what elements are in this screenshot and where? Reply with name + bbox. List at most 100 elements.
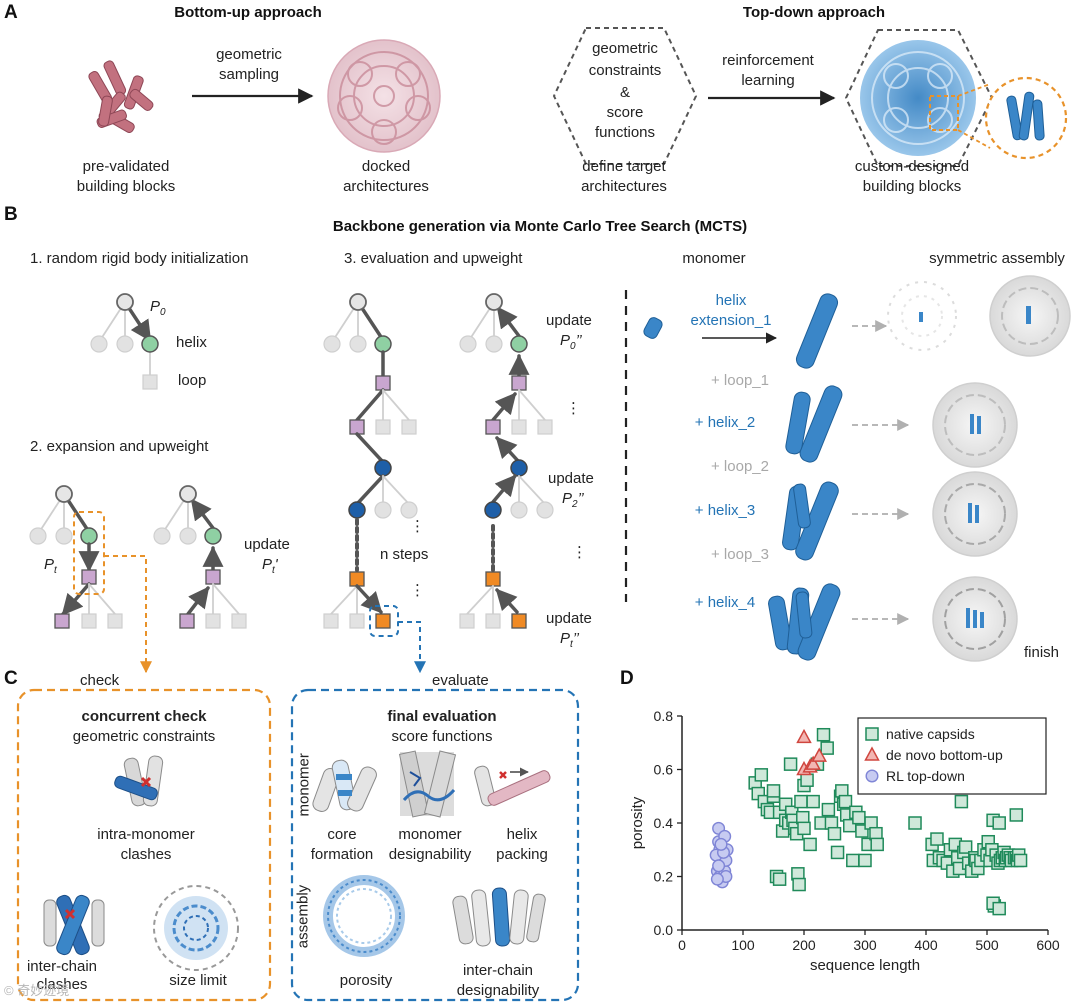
docked-architecture-image — [327, 39, 441, 153]
hexagon-line3: & — [619, 84, 631, 101]
inter-chain-clash-icon — [43, 894, 105, 956]
monomer-helices — [643, 293, 843, 661]
pre-validated-block-image — [88, 60, 154, 134]
legend-label: de novo bottom-up — [886, 747, 1003, 763]
inter-chain-designability-icon — [452, 887, 546, 947]
tree-step1 — [90, 293, 159, 390]
monomer-designability-line1: monomer — [398, 826, 462, 843]
data-point-square — [827, 826, 842, 841]
custom-designed-line2: building blocks — [862, 178, 962, 195]
assembly-side-label: assembly — [294, 884, 312, 949]
helix4-label: + helix_4 — [694, 594, 756, 611]
inter-chain-clashes-line2: clashes — [36, 976, 88, 993]
docked-line1: docked — [361, 158, 411, 175]
update-pt-prime-symbol: Pt' — [262, 556, 278, 576]
size-limit-label: size limit — [169, 972, 227, 989]
panel-label-a: A — [4, 2, 18, 23]
data-point-square — [958, 840, 973, 854]
intra-monomer-clash-icon — [114, 755, 164, 807]
x-tick-label: 600 — [1036, 937, 1060, 953]
update-p0-word: update — [546, 312, 592, 329]
vertical-dots-2: ⋮ — [410, 518, 425, 535]
data-point-square — [792, 877, 806, 892]
porosity-icon — [323, 875, 405, 957]
helix-packing-line1: helix — [506, 826, 538, 843]
legend-marker-circle — [865, 769, 879, 783]
data-point-triangle — [811, 747, 828, 762]
data-point-circle — [710, 872, 724, 886]
inter-chain-designability-line1: inter-chain — [462, 962, 534, 979]
concurrent-check-title: concurrent check — [81, 708, 207, 725]
inter-chain-clashes-line1: inter-chain — [26, 958, 98, 975]
data-point-square — [816, 727, 831, 742]
check-highlight-box — [73, 511, 105, 595]
y-tick-label: 0.8 — [654, 708, 674, 724]
custom-designed-line1: custom-designed — [854, 158, 970, 175]
vertical-dots-4: ⋮ — [410, 582, 425, 599]
panel-label-b: B — [4, 204, 18, 225]
pre-validated-line2: building blocks — [76, 178, 176, 195]
update-pt2-word: update — [546, 610, 592, 627]
y-axis-label: porosity — [629, 796, 646, 849]
x-tick-label: 300 — [853, 937, 877, 953]
helix-packing-line2: packing — [496, 846, 548, 863]
helix-label: helix — [176, 334, 207, 351]
legend-box — [857, 717, 1047, 795]
x-tick-label: 200 — [792, 937, 816, 953]
reinforcement-line1: reinforcement — [722, 52, 814, 69]
helix-extension-line1: helix — [715, 292, 747, 309]
reinforcement-line2: learning — [741, 72, 795, 89]
docked-line2: architectures — [343, 178, 429, 195]
geometric-sampling-line1: geometric — [216, 46, 282, 63]
data-point-triangle — [805, 755, 821, 770]
update-p2-word: update — [548, 470, 594, 487]
y-tick-label: 0.0 — [654, 922, 674, 938]
panel-label-d: D — [620, 668, 634, 689]
update-pt2-symbol: Pt’’ — [560, 630, 579, 650]
y-tick-label: 0.6 — [654, 762, 674, 778]
data-point-square — [846, 853, 860, 868]
helix-packing-icon — [474, 765, 551, 807]
intra-monomer-line1: intra-monomer — [97, 826, 195, 843]
evaluate-highlight-box — [369, 605, 399, 637]
step1-label: 1. random rigid body initialization — [30, 250, 249, 267]
tree-step3-right — [459, 293, 554, 629]
final-evaluation-subtitle: score functions — [391, 728, 493, 745]
assembly-arrows — [852, 320, 910, 625]
legend-marker-triangle — [864, 746, 880, 761]
tree-step2-left — [29, 485, 123, 629]
check-label: check — [80, 672, 120, 689]
symmetric-assembly-header: symmetric assembly — [929, 250, 1065, 267]
helix3-label: + helix_3 — [694, 502, 756, 519]
data-point-circle — [712, 859, 726, 873]
y-tick-label: 0.4 — [654, 815, 674, 831]
data-point-square — [806, 794, 820, 809]
data-point-square — [783, 757, 798, 771]
data-point-square — [797, 821, 811, 836]
data-point-square — [858, 853, 872, 868]
core-formation-icon — [312, 759, 377, 812]
monomer-side-label: monomer — [295, 753, 313, 817]
legend-label: RL top-down — [886, 768, 965, 784]
y-tick-label: 0.2 — [654, 869, 674, 885]
p0-label: P0 — [150, 298, 166, 318]
data-point-square — [992, 901, 1006, 916]
hexagon-line1: geometric — [592, 40, 658, 57]
monomer-designability-line2: designability — [388, 846, 472, 863]
data-point-square — [830, 845, 845, 860]
data-point-square — [772, 872, 787, 886]
core-formation-line1: core — [327, 826, 357, 843]
pt-label: Pt — [44, 556, 57, 576]
panel-label-c: C — [4, 668, 18, 689]
evaluate-label: evaluate — [432, 672, 489, 689]
loop-label: loop — [178, 372, 207, 389]
custom-designed-architecture-image — [844, 29, 1068, 167]
data-point-square — [870, 837, 884, 852]
final-evaluation-title: final evaluation — [387, 708, 497, 725]
data-point-square — [766, 784, 781, 798]
x-tick-label: 0 — [678, 937, 686, 953]
loop3-label: + loop_3 — [711, 546, 769, 563]
vertical-dots-3: ⋮ — [572, 544, 587, 561]
n-steps-label: n steps — [380, 546, 429, 563]
